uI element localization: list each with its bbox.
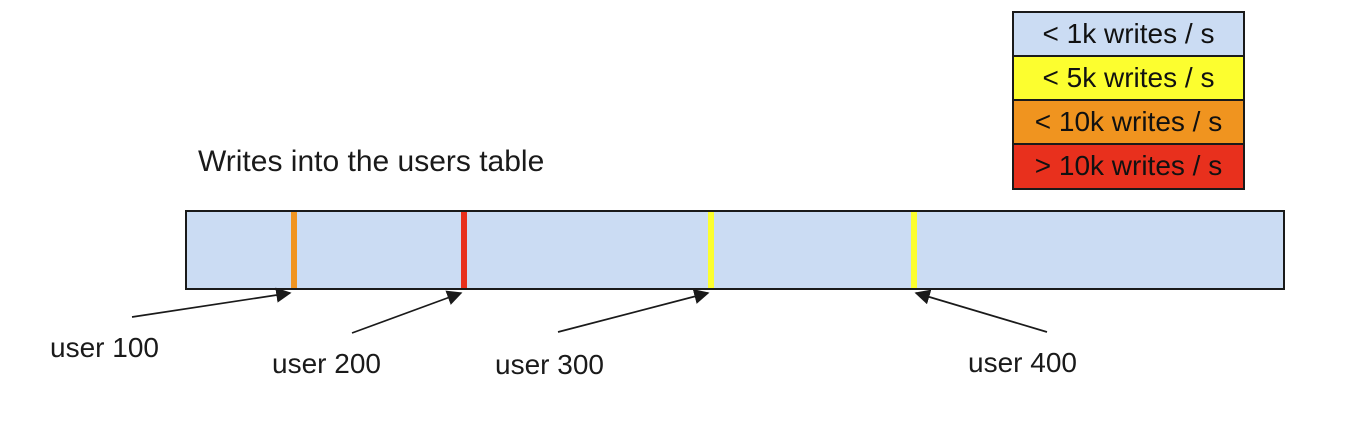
hotspot-marker-user-400 bbox=[911, 212, 917, 288]
legend-item-lt-1k: < 1k writes / s bbox=[1012, 11, 1245, 58]
label-user-400: user 400 bbox=[968, 347, 1077, 378]
hotspot-marker-user-300 bbox=[708, 212, 714, 288]
legend-item-gt-10k: > 10k writes / s bbox=[1012, 143, 1245, 190]
arrow-4 bbox=[914, 289, 1048, 333]
hotspot-marker-user-100 bbox=[291, 212, 297, 288]
arrow-3 bbox=[557, 289, 710, 333]
label-user-100: user 100 bbox=[50, 332, 159, 363]
users-table-bar bbox=[185, 210, 1285, 290]
arrow-2 bbox=[351, 290, 463, 334]
label-user-300: user 300 bbox=[495, 349, 604, 380]
label-user-200: user 200 bbox=[272, 348, 381, 379]
legend: < 1k writes / s < 5k writes / s < 10k wr… bbox=[1012, 11, 1245, 190]
legend-item-lt-5k: < 5k writes / s bbox=[1012, 55, 1245, 102]
legend-item-lt-10k: < 10k writes / s bbox=[1012, 99, 1245, 146]
hotspot-marker-user-200 bbox=[461, 212, 467, 288]
diagram-title: Writes into the users table bbox=[198, 145, 545, 178]
arrow-1 bbox=[131, 287, 292, 318]
